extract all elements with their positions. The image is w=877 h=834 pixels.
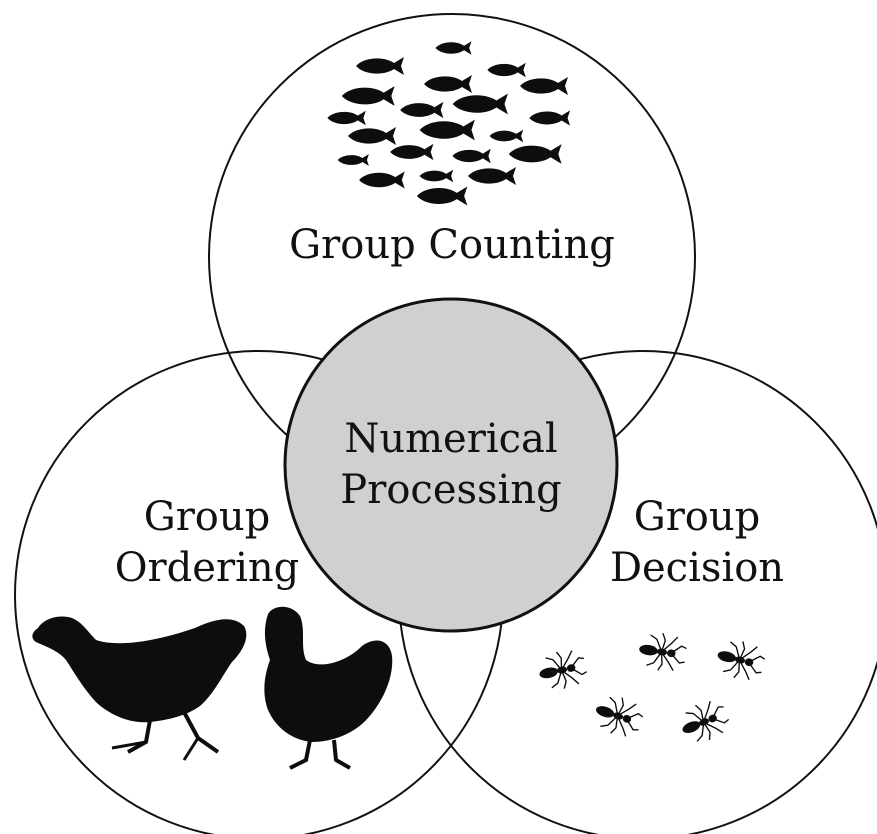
- group-decision-line2: Decision: [610, 545, 784, 591]
- group-counting-label: Group Counting: [289, 222, 615, 268]
- chicken-icon: [32, 606, 393, 770]
- numerical-processing-line1: Numerical: [344, 416, 557, 462]
- numerical-processing-line2: Processing: [340, 467, 561, 513]
- group-ordering-line2: Ordering: [115, 545, 299, 591]
- group-ordering-line1: Group: [144, 494, 271, 540]
- numerical-processing-circle: [283, 297, 619, 633]
- group-decision-line1: Group: [634, 494, 761, 540]
